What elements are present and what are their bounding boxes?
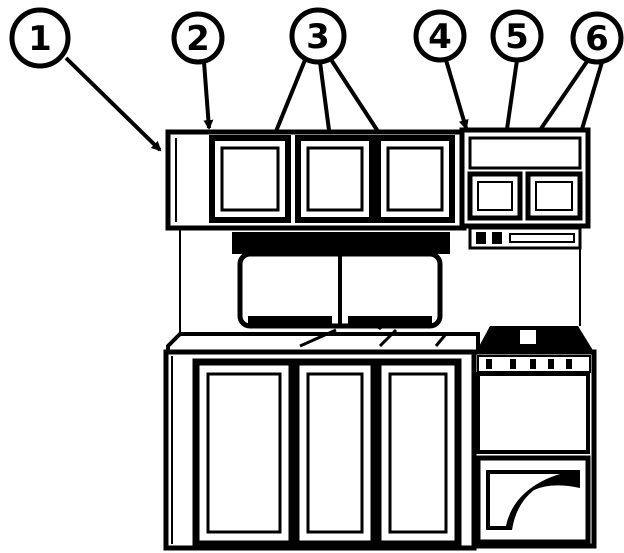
range-hood [232, 232, 450, 329]
callout-2: 2 [171, 11, 225, 65]
callout-4: 4 [413, 9, 467, 63]
callout-3-label: 3 [306, 17, 330, 57]
leader-line-2 [202, 61, 214, 130]
upper-cabinet [165, 129, 467, 231]
callout-5-label: 5 [505, 17, 529, 57]
upper-door-3 [375, 135, 455, 223]
callout-6: 6 [570, 11, 624, 65]
callout-6-label: 6 [585, 19, 609, 59]
callout-5: 5 [490, 9, 544, 63]
leader-line-4 [444, 59, 469, 130]
top-panel [468, 136, 582, 170]
upper-door-1 [209, 135, 291, 223]
callout-4-label: 4 [428, 17, 452, 57]
leader-line-5 [502, 59, 519, 138]
control-strip [468, 226, 582, 250]
callout-1: 1 [9, 7, 71, 69]
callout-1-label: 1 [28, 19, 52, 59]
right-upper-cabinet [459, 127, 591, 250]
counter-top [166, 318, 480, 354]
upper-door-2 [295, 135, 375, 223]
oven-door [476, 372, 590, 454]
lower-door-1 [192, 358, 296, 548]
wall-outline [179, 228, 581, 336]
stove [471, 326, 597, 549]
leader-line-1 [64, 56, 162, 152]
callout-3: 3 [289, 7, 347, 65]
callout-2-label: 2 [186, 19, 210, 59]
lower-cabinet [163, 349, 477, 551]
